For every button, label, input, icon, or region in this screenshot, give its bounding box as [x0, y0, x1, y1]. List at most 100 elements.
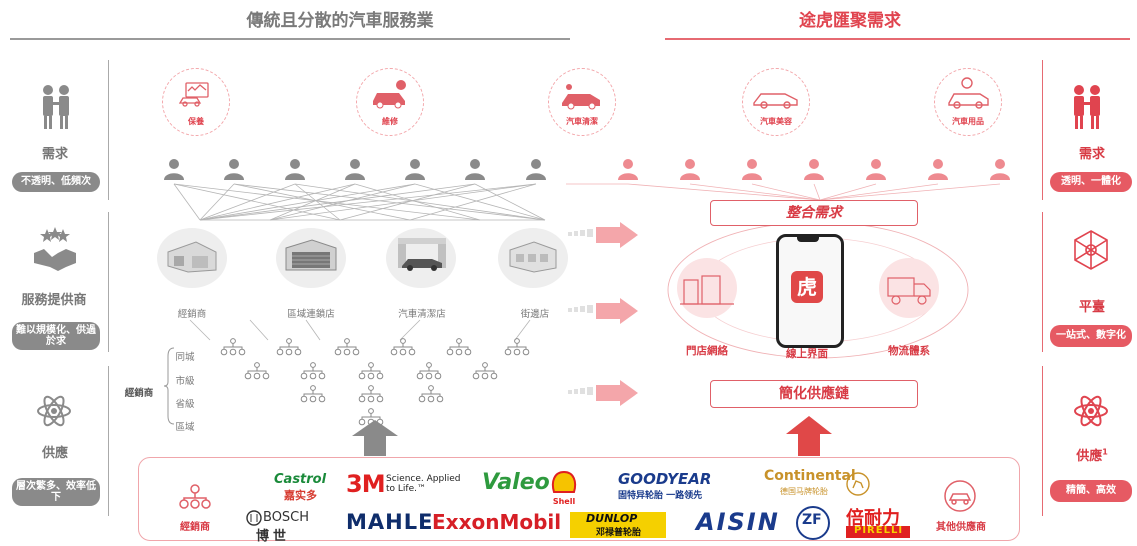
person-icon: [403, 158, 427, 180]
distribution-node-icon: [416, 362, 442, 384]
left-providers-label: 服務提供商: [21, 293, 87, 308]
integrate-demand-box: 整合需求: [710, 200, 918, 226]
provider-chain-label: 區域連鎖店: [287, 309, 335, 320]
right-divider-mid: [1042, 212, 1043, 352]
right-supply-pill: 精簡、高效: [1050, 480, 1132, 502]
other-suppliers-car-icon: [944, 480, 976, 512]
provider-wash-label: 汽車清潔店: [398, 309, 446, 320]
person-icon: [283, 158, 307, 180]
distribution-node-icon: [472, 362, 498, 384]
service-wash-label: 汽車清潔: [566, 117, 598, 126]
person-icon: [988, 158, 1012, 180]
simplify-supply-box: 簡化供應鏈: [710, 380, 918, 408]
distribution-node-icon: [504, 338, 530, 360]
bosch-cn-logo: 博世: [256, 529, 291, 544]
up-arrow-red: [786, 416, 832, 456]
right-demand-label: 需求: [1078, 147, 1105, 162]
level-region-label: 區域: [175, 422, 195, 433]
person-icon: [463, 158, 487, 180]
left-demand-pill: 不透明、低頻次: [12, 172, 100, 192]
handshake-people-icon: [43, 85, 69, 129]
distribution-node-icon: [358, 385, 384, 407]
right-supply-text: 供應: [1076, 449, 1103, 464]
continental-logo: Continental: [764, 468, 856, 484]
service-circle-repair: 維修: [356, 68, 424, 136]
level-province-label: 省級: [175, 399, 195, 410]
continental-horse-icon: [846, 472, 870, 496]
distribution-node-icon: [220, 338, 246, 360]
person-icon: [802, 158, 826, 180]
distribution-node-icon: [418, 385, 444, 407]
distribution-node-icon: [244, 362, 270, 384]
left-divider-bot: [108, 366, 109, 516]
goodyear-cn-logo: 固特异轮胎 一路领先: [618, 491, 703, 501]
provider-street-label: 街邊店: [520, 309, 550, 320]
person-icon: [678, 158, 702, 180]
level-city-label: 同城: [175, 352, 195, 363]
dunlop-logo: DUNLOP: [586, 512, 638, 525]
phone-notch: [797, 237, 819, 242]
left-supply-label: 供應: [41, 446, 68, 461]
platform-logistics-label: 物流體系: [888, 345, 930, 357]
left-header-rule: [10, 38, 570, 40]
service-circle-accessories: 汽車用品: [934, 68, 1002, 136]
person-icon: [162, 158, 186, 180]
car-diagnostic-icon: [178, 82, 209, 107]
left-divider-top: [108, 60, 109, 200]
pirelli-logo-box: [846, 526, 910, 538]
car-repair-icon: [373, 80, 406, 109]
zf-logo-circle: [796, 506, 830, 540]
distribution-node-icon: [300, 385, 326, 407]
service-maintenance-label: 保養: [188, 117, 204, 126]
wash-store-drawing: [398, 238, 446, 271]
tuhu-app-logo-icon: 虎: [791, 271, 823, 303]
service-accessories-label: 汽車用品: [952, 117, 984, 126]
right-supply-label: 供應1: [1052, 445, 1132, 464]
chain-store-drawing: [285, 239, 337, 271]
distribution-node-icon: [334, 338, 360, 360]
person-icon: [864, 158, 888, 180]
valeo-logo: Valeo: [482, 470, 550, 495]
exxonmobil-logo: ExxonMobil: [432, 510, 562, 534]
mahle-logo: MAHLE: [346, 510, 434, 534]
distribution-node-icon: [276, 338, 302, 360]
right-platform-label: 平臺: [1078, 300, 1105, 315]
handshake-people-icon-red: [1074, 85, 1100, 129]
distribution-node-icon: [300, 362, 326, 384]
service-circle-beauty: 汽車美容: [742, 68, 810, 136]
car-accessories-icon: [948, 77, 989, 109]
distribution-node-icon: [390, 338, 416, 360]
person-icon: [222, 158, 246, 180]
right-header-rule: [665, 38, 1130, 40]
right-supply-footnote: 1: [1102, 447, 1108, 457]
left-divider-mid: [108, 212, 109, 352]
atom-icon-right: [1074, 395, 1108, 427]
right-divider-top: [1042, 60, 1043, 200]
supplier-left-label: 經銷商: [180, 522, 210, 533]
platform-app-label: 線上界面: [786, 348, 828, 360]
left-supply-pill: 層次繁多、效率低下: [12, 478, 100, 506]
left-demand-label: 需求: [41, 147, 68, 162]
left-section-title: 傳統且分散的汽車服務業: [246, 11, 434, 31]
supplier-right-label: 其他供應商: [936, 522, 986, 533]
dealer-building-drawing: [167, 241, 217, 273]
car-beauty-icon: [753, 93, 798, 109]
zf-logo: ZF: [802, 512, 822, 528]
shell-label: Shell: [552, 497, 576, 506]
provider-dealer-label: 經銷商: [177, 309, 207, 320]
dunlop-cn-logo: 邓禄普轮胎: [596, 528, 642, 538]
cube-network-icon: [1074, 230, 1108, 270]
transition-arrow-2: [568, 298, 638, 324]
distribution-bracket: [163, 347, 175, 425]
distributor-tree-icon: [179, 484, 211, 509]
distribution-node-icon: [358, 362, 384, 384]
left-providers-pill: 難以規模化、供過於求: [12, 322, 100, 350]
level-municipal-label: 市級: [175, 376, 195, 387]
right-platform-pill: 一站式、數字化: [1050, 325, 1132, 347]
castrol-cn-logo: 嘉实多: [284, 489, 317, 502]
person-icon: [343, 158, 367, 180]
castrol-logo: Castrol: [274, 472, 327, 487]
distribution-node-icon: [446, 338, 472, 360]
right-section-title: 途虎匯聚需求: [799, 11, 901, 31]
right-demand-pill: 透明、一體化: [1050, 172, 1132, 192]
